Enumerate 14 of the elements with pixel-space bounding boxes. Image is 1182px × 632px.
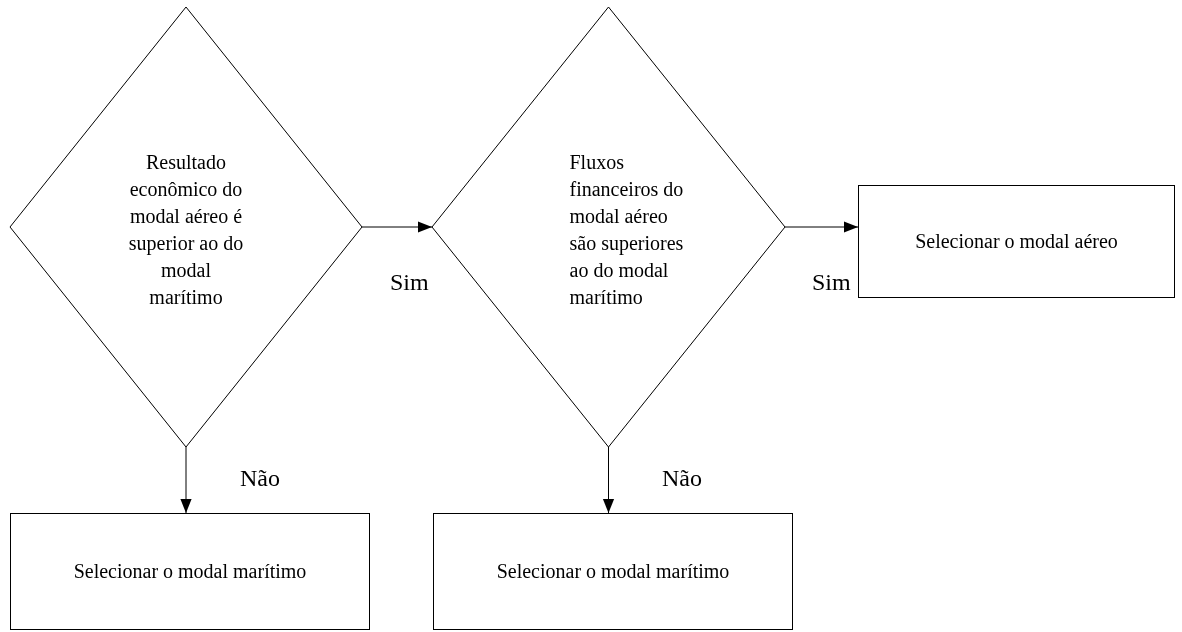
decision-text: Resultado econômico do modal aéreo é superior ao do modal marítimo — [127, 150, 245, 310]
decision-text: Fluxos financeiros do modal aéreo são superiores ao do modal marítimo — [569, 150, 685, 310]
decision-diamond — [432, 7, 785, 447]
process-text: Selecionar o modal marítimo — [496, 559, 730, 584]
process-box — [858, 185, 1175, 298]
decision-diamond — [10, 7, 362, 447]
arrow — [180, 446, 192, 514]
arrow — [784, 221, 859, 233]
arrow — [361, 221, 433, 233]
process-box — [433, 513, 793, 630]
process-text: Selecionar o modal aéreo — [915, 229, 1118, 254]
arrow — [602, 446, 615, 514]
process-text: Selecionar o modal marítimo — [73, 559, 307, 584]
process-box — [10, 513, 370, 630]
